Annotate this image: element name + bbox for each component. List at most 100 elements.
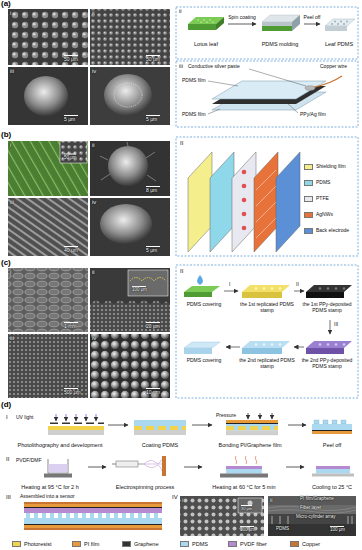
replica-molding-sketch-part — [340, 21, 342, 23]
stamp-process-sketch-part — [255, 343, 258, 346]
sem-image-part — [90, 198, 170, 256]
step-caption: Photolithography and development — [17, 442, 102, 448]
stamp-process-sketch-part — [319, 287, 322, 290]
fabrication-sketch-part — [316, 466, 350, 469]
legend-text: PTFE — [316, 195, 329, 201]
fabrication-sketch-part — [314, 420, 319, 424]
annotation-label: PVDF/DMF — [16, 458, 42, 464]
annotation-label: III — [334, 322, 338, 328]
fabrication-sketch-part — [182, 426, 186, 430]
step-caption: Coating PDMS — [142, 442, 178, 448]
process-step: PDMS molding — [258, 13, 302, 47]
fabrication-sketch-part — [260, 413, 261, 419]
sem-image-part — [108, 146, 148, 186]
replica-molding-sketch-part — [334, 21, 336, 23]
step-caption: PDMS molding — [262, 41, 299, 47]
stamp-process-sketch-part — [242, 348, 282, 354]
flow-arrow — [184, 467, 202, 468]
image-label: 30 μm — [241, 507, 252, 511]
image-label: i — [182, 497, 183, 503]
annotation-label: II — [180, 268, 183, 275]
sem-image — [8, 9, 356, 536]
fabrication-sketch-part — [134, 420, 186, 430]
fabrication-sketch-part — [220, 474, 268, 478]
stamp-process-sketch-part — [184, 348, 212, 354]
image-label: ii — [92, 10, 95, 17]
legend-swatch — [180, 541, 189, 547]
stamp-process-sketch-part — [294, 291, 304, 292]
fabrication-sketch-part — [96, 414, 97, 421]
teng-layer-sketch-part — [242, 226, 247, 231]
scale-bar-part — [146, 246, 160, 247]
panel-letter: (b) — [1, 131, 11, 140]
stamp-process-sketch-part — [224, 291, 238, 292]
legend-entry: Photoresist — [12, 540, 52, 547]
annotation-label: I — [229, 282, 230, 288]
teng-layer-sketch-part — [188, 152, 212, 252]
stamp-process-sketch-part — [271, 343, 274, 346]
fabrication-sketch-part — [226, 466, 262, 469]
annotation-label: Assembled into a sensor — [20, 494, 75, 500]
legend-swatch — [304, 228, 313, 234]
legend-entry: PTFE — [304, 196, 329, 202]
annotation-label: Pressure — [216, 413, 236, 419]
replica-molding-sketch-part — [325, 26, 347, 31]
fabrication-sketch-part — [272, 413, 273, 419]
annotation-label: the 2nd replicated PDMS stamp — [238, 358, 296, 369]
stamp-process-sketch-part — [242, 292, 282, 298]
image-label: ii — [92, 142, 95, 149]
fabrication-sketch-part — [238, 426, 246, 430]
legend-text: PDMS — [192, 541, 208, 547]
annotation-label: the 1st replicated PDMS stamp — [238, 302, 296, 313]
sem-image-part — [8, 334, 88, 398]
step-caption-box: Coating PDMS — [130, 442, 190, 448]
flow-arrow — [88, 467, 106, 468]
legend-entry: Back electrode — [304, 228, 349, 234]
annotation-label: Conductive silver paste — [188, 64, 240, 70]
image-label: i — [10, 10, 11, 17]
image-label: 1 mm — [64, 324, 77, 330]
stamp-process-sketch-part — [279, 343, 282, 346]
image-label: ii — [92, 269, 95, 276]
image-label: iii — [10, 199, 14, 206]
fabrication-sketch-part — [24, 507, 162, 508]
stamp-process-sketch-part — [184, 292, 212, 297]
sem-image-part — [180, 496, 264, 536]
legend-text: PI film — [84, 541, 99, 547]
process-step: Peel off — [308, 414, 356, 448]
fabrication-sketch-part — [24, 518, 162, 524]
sem-image-part — [8, 268, 88, 332]
legend-swatch — [290, 541, 299, 547]
fabrication-sketch-part — [74, 423, 82, 425]
fabrication-sketch-part — [158, 426, 166, 430]
fabrication-sketch-part — [56, 414, 57, 421]
image-label: iv — [92, 68, 96, 75]
sem-image-part — [268, 505, 356, 514]
annotation-label: III — [6, 494, 11, 501]
scale-bar-part — [240, 526, 254, 527]
annotation-label: PDMS covering — [180, 302, 228, 308]
image-label: Micro-cylinder array — [296, 515, 336, 520]
legend-text: Copper — [302, 541, 320, 547]
image-label: 5 μm — [146, 248, 157, 254]
sensor-device-sketch-part — [305, 86, 315, 91]
fabrication-sketch-part — [48, 430, 104, 435]
image-label: i — [10, 269, 11, 276]
sem-image-part — [90, 334, 170, 398]
teng-layer-sketch — [188, 152, 300, 252]
flow-arrow — [304, 24, 320, 25]
annotation-label: I — [6, 414, 8, 421]
annotation-label: II — [296, 282, 299, 288]
replica-molding-sketch-part — [346, 21, 348, 23]
replica-molding-sketch-part — [262, 22, 292, 26]
dashed-frame — [176, 7, 358, 398]
dashed-frame-part — [176, 137, 358, 256]
annotation-label: PDMS covering — [180, 358, 228, 364]
fabrication-sketch-part — [235, 456, 257, 464]
annotation-label: ii — [179, 8, 182, 15]
dashed-frame-part — [176, 265, 358, 398]
sem-image-part — [104, 74, 152, 116]
sem-image-part — [24, 76, 68, 116]
